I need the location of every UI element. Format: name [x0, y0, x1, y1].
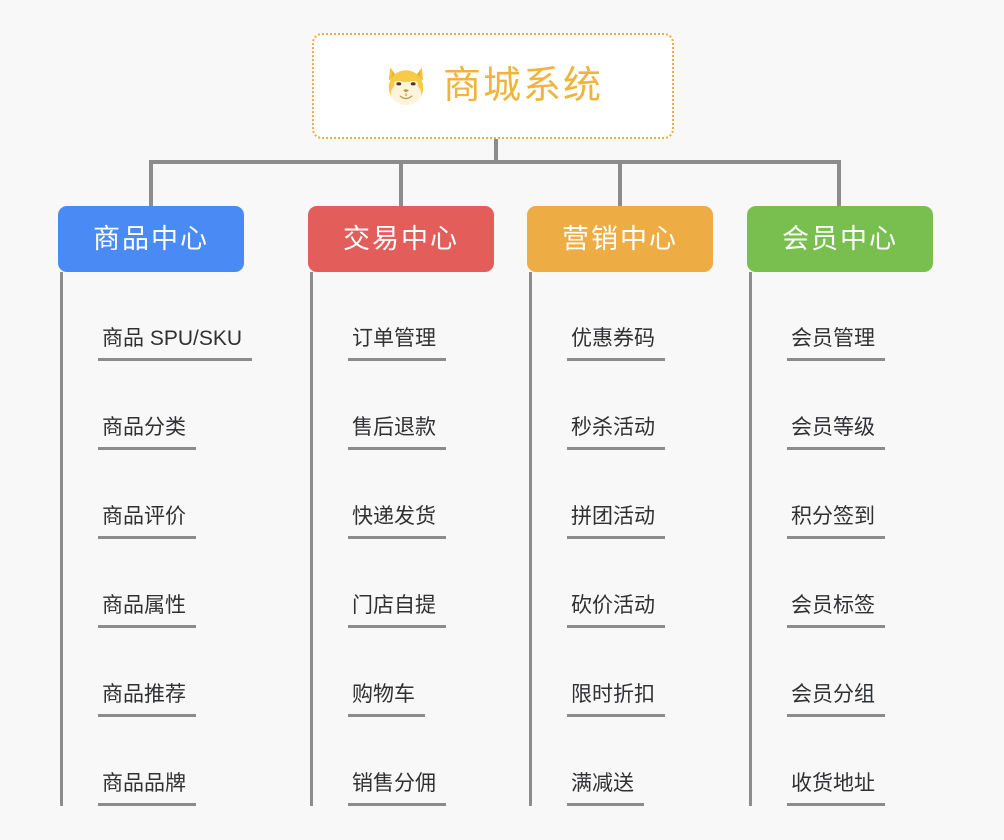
category-column-2: 营销中心 优惠券码 秒杀活动 拼团活动 砍价活动 限时折扣 满减送 [527, 206, 713, 806]
list-item[interactable]: 购物车 [310, 628, 494, 717]
connector-root-stem [494, 139, 498, 161]
list-item[interactable]: 快递发货 [310, 450, 494, 539]
leaf-spine-1 [310, 272, 313, 806]
list-item[interactable]: 商品评价 [60, 450, 244, 539]
connector-drop-1 [149, 160, 153, 206]
connector-horizontal-bus [149, 160, 839, 164]
leaf-label: 商品 SPU/SKU [98, 327, 253, 361]
leaf-label: 优惠券码 [567, 327, 665, 361]
leaf-label: 门店自提 [348, 594, 446, 628]
category-header-label: 营销中心 [562, 223, 678, 254]
connector-drop-2 [399, 160, 403, 206]
leaf-label: 积分签到 [787, 505, 885, 539]
category-header-2[interactable]: 营销中心 [527, 206, 713, 272]
leaf-list-2: 优惠券码 秒杀活动 拼团活动 砍价活动 限时折扣 满减送 [527, 272, 713, 806]
leaf-label: 销售分佣 [348, 772, 446, 806]
list-item[interactable]: 会员等级 [749, 361, 933, 450]
list-item[interactable]: 商品推荐 [60, 628, 244, 717]
leaf-label: 秒杀活动 [567, 416, 665, 450]
leaf-spine-0 [60, 272, 63, 806]
category-column-0: 商品中心 商品 SPU/SKU 商品分类 商品评价 商品属性 商品推荐 商品品牌 [58, 206, 253, 806]
list-item[interactable]: 拼团活动 [529, 450, 713, 539]
category-header-3[interactable]: 会员中心 [747, 206, 933, 272]
list-item[interactable]: 商品 SPU/SKU [60, 272, 253, 361]
leaf-label: 订单管理 [348, 327, 446, 361]
category-column-3: 会员中心 会员管理 会员等级 积分签到 会员标签 会员分组 收货地址 [747, 206, 933, 806]
list-item[interactable]: 商品品牌 [60, 717, 244, 806]
leaf-label: 会员等级 [787, 416, 885, 450]
list-item[interactable]: 售后退款 [310, 361, 494, 450]
list-item[interactable]: 会员管理 [749, 272, 933, 361]
leaf-label: 快递发货 [348, 505, 446, 539]
leaf-label: 商品分类 [98, 416, 196, 450]
leaf-list-3: 会员管理 会员等级 积分签到 会员标签 会员分组 收货地址 [747, 272, 933, 806]
list-item[interactable]: 销售分佣 [310, 717, 494, 806]
leaf-label: 满减送 [567, 772, 644, 806]
category-column-1: 交易中心 订单管理 售后退款 快递发货 门店自提 购物车 销售分佣 [308, 206, 494, 806]
category-header-0[interactable]: 商品中心 [58, 206, 244, 272]
leaf-label: 商品品牌 [98, 772, 196, 806]
list-item[interactable]: 收货地址 [749, 717, 933, 806]
connector-drop-4 [837, 160, 841, 206]
list-item[interactable]: 会员标签 [749, 539, 933, 628]
root-node[interactable]: 商城系统 [312, 33, 674, 139]
leaf-label: 收货地址 [787, 772, 885, 806]
list-item[interactable]: 砍价活动 [529, 539, 713, 628]
leaf-list-1: 订单管理 售后退款 快递发货 门店自提 购物车 销售分佣 [308, 272, 494, 806]
category-header-label: 商品中心 [93, 223, 209, 254]
category-header-1[interactable]: 交易中心 [308, 206, 494, 272]
list-item[interactable]: 订单管理 [310, 272, 494, 361]
leaf-label: 会员分组 [787, 683, 885, 717]
list-item[interactable]: 满减送 [529, 717, 713, 806]
root-title: 商城系统 [442, 65, 603, 107]
leaf-label: 商品评价 [98, 505, 196, 539]
list-item[interactable]: 会员分组 [749, 628, 933, 717]
list-item[interactable]: 门店自提 [310, 539, 494, 628]
category-header-label: 会员中心 [782, 223, 898, 254]
leaf-label: 购物车 [348, 683, 425, 717]
leaf-list-0: 商品 SPU/SKU 商品分类 商品评价 商品属性 商品推荐 商品品牌 [58, 272, 253, 806]
connector-drop-3 [618, 160, 622, 206]
leaf-spine-2 [529, 272, 532, 806]
leaf-label: 砍价活动 [567, 594, 665, 628]
category-header-label: 交易中心 [343, 223, 459, 254]
shiba-dog-face-icon [388, 67, 424, 108]
leaf-label: 会员管理 [787, 327, 885, 361]
list-item[interactable]: 限时折扣 [529, 628, 713, 717]
leaf-label: 商品属性 [98, 594, 196, 628]
list-item[interactable]: 优惠券码 [529, 272, 713, 361]
leaf-label: 售后退款 [348, 416, 446, 450]
leaf-label: 商品推荐 [98, 683, 196, 717]
leaf-label: 拼团活动 [567, 505, 665, 539]
leaf-spine-3 [749, 272, 752, 806]
leaf-label: 会员标签 [787, 594, 885, 628]
leaf-label: 限时折扣 [567, 683, 665, 717]
list-item[interactable]: 商品分类 [60, 361, 244, 450]
list-item[interactable]: 积分签到 [749, 450, 933, 539]
list-item[interactable]: 秒杀活动 [529, 361, 713, 450]
list-item[interactable]: 商品属性 [60, 539, 244, 628]
